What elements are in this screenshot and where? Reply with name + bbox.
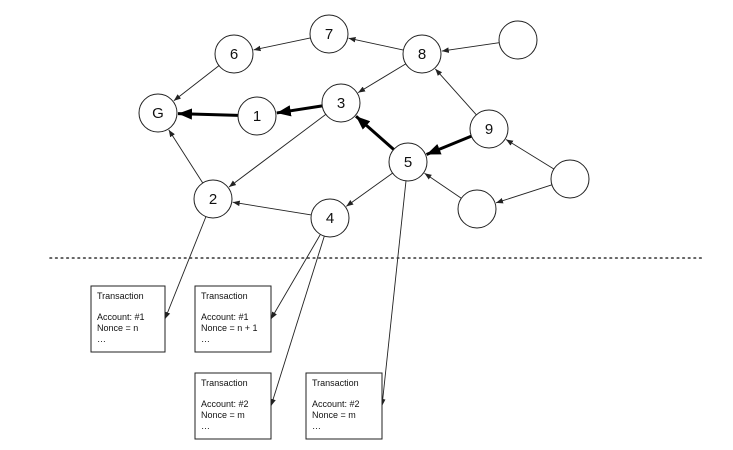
edge-n5-to-n3 — [355, 115, 395, 151]
node-label: 4 — [326, 210, 334, 227]
transaction-more: … — [201, 334, 210, 344]
edge-n3-to-n1 — [276, 104, 323, 117]
node-circle — [550, 159, 590, 199]
node-n7: 7 — [309, 14, 349, 54]
node-n6: 6 — [214, 34, 254, 74]
transaction-account: Account: #1 — [97, 312, 145, 322]
node-b — [550, 159, 590, 199]
edge-n6-to-G — [173, 65, 220, 102]
node-n4: 4 — [310, 198, 350, 238]
reference-edge-n4-to-t3 — [270, 235, 325, 407]
edge-c-to-n5 — [424, 172, 462, 199]
node-n1: 1 — [237, 96, 277, 136]
transaction-account: Account: #1 — [201, 312, 249, 322]
reference-edge-n2-to-t1 — [164, 216, 207, 320]
transaction-title: Transaction — [201, 378, 248, 388]
edge-n2-to-G — [168, 129, 204, 184]
edge-n9-to-n5 — [425, 134, 472, 156]
edge-n3-to-n2 — [228, 114, 327, 188]
transaction-account: Account: #2 — [312, 399, 360, 409]
node-n8: 8 — [402, 34, 442, 74]
node-n3: 3 — [321, 83, 361, 123]
edge-n4-to-n2 — [232, 200, 312, 216]
edge-n1-to-G — [177, 108, 239, 120]
node-circle — [498, 20, 538, 60]
node-label: 2 — [209, 191, 217, 208]
node-label: 6 — [230, 46, 238, 63]
reference-edge-n5-to-t4 — [379, 180, 407, 407]
node-circle — [469, 109, 509, 149]
transaction-account: Account: #2 — [201, 399, 249, 409]
node-label: 5 — [404, 154, 412, 171]
edge-n5-to-n4 — [345, 172, 393, 207]
node-label: 3 — [337, 95, 345, 112]
node-label: G — [152, 105, 164, 122]
edge-n9-to-n8 — [434, 68, 477, 116]
node-circle — [310, 198, 350, 238]
node-circle — [193, 179, 233, 219]
transaction-nonce: Nonce = n — [97, 323, 138, 333]
transaction-box-frame — [194, 285, 272, 353]
edge-n7-to-n6 — [253, 37, 311, 52]
edge-n8-to-n7 — [348, 36, 404, 51]
transaction-nonce: Nonce = m — [312, 410, 356, 420]
node-circle — [214, 34, 254, 74]
node-c — [457, 189, 497, 229]
transaction-more: … — [201, 421, 210, 431]
transaction-title: Transaction — [201, 291, 248, 301]
edge-a-to-n8 — [441, 42, 500, 53]
node-G: G — [138, 93, 178, 133]
edges-layer — [164, 36, 555, 407]
node-label: 7 — [325, 26, 333, 43]
node-circle — [237, 96, 277, 136]
node-circle — [457, 189, 497, 229]
transaction-title: Transaction — [97, 291, 144, 301]
node-label: 1 — [253, 108, 261, 125]
node-a — [498, 20, 538, 60]
transaction-title: Transaction — [312, 378, 359, 388]
node-circle — [402, 34, 442, 74]
node-circle — [138, 93, 178, 133]
node-n9: 9 — [469, 109, 509, 149]
node-circle — [321, 83, 361, 123]
transaction-more: … — [97, 334, 106, 344]
edge-b-to-c — [495, 184, 553, 204]
transaction-box-frame — [90, 285, 166, 353]
reference-edge-n4-to-t2 — [270, 234, 321, 320]
edge-b-to-n9 — [505, 139, 555, 170]
transaction-box-frame — [194, 372, 272, 440]
edge-n8-to-n3 — [357, 63, 406, 94]
transaction-nonce: Nonce = m — [201, 410, 245, 420]
transaction-box-frame — [305, 372, 383, 440]
nodes-layer: G 1 2 3 4 5 6 7 8 9 — [138, 14, 590, 238]
node-circle — [388, 142, 428, 182]
node-label: 8 — [418, 46, 426, 63]
transaction-more: … — [312, 421, 321, 431]
node-n5: 5 — [388, 142, 428, 182]
node-n2: 2 — [193, 179, 233, 219]
node-label: 9 — [485, 121, 493, 138]
transaction-nonce: Nonce = n + 1 — [201, 323, 258, 333]
node-circle — [309, 14, 349, 54]
